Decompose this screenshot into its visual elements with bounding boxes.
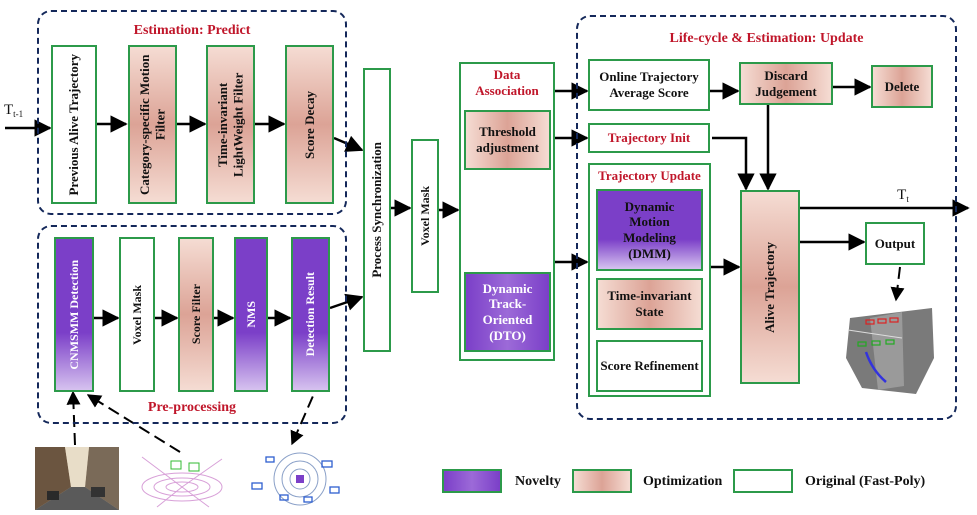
threshold-adjustment-box: Threshold adjustment — [464, 110, 551, 170]
time-invariant-state-box: Time-invariant State — [596, 278, 703, 330]
legend-label-optimization: Optimization — [643, 474, 723, 489]
previous-alive-trajectory-box: Previous Alive Trajectory — [51, 45, 97, 204]
predict-title: Estimation: Predict — [133, 23, 251, 38]
lightweight-filter-box: Time-invariant LightWeight Filter — [206, 45, 255, 204]
discard-judgement-box: Discard Judgement — [739, 62, 833, 105]
update-section — [576, 15, 957, 420]
legend-swatch-original — [733, 469, 793, 493]
voxel-mask-box: Voxel Mask — [411, 139, 439, 293]
trajectory-init-box: Trajectory Init — [588, 123, 710, 153]
online-trajectory-score-box: Online Trajectory Average Score — [588, 59, 710, 111]
legend-swatch-novelty — [442, 469, 502, 493]
nms-box: NMS — [234, 237, 268, 392]
detection-result-box: Detection Result — [291, 237, 330, 392]
camera-image — [35, 447, 119, 510]
trajectory-update-title: Trajectory Update — [598, 168, 701, 184]
process-synchronization-box: Process Synchronization — [363, 68, 391, 352]
preprocessing-section — [37, 225, 347, 424]
lidar-pointcloud-image — [141, 456, 223, 508]
legend-swatch-optimization — [572, 469, 632, 493]
preprocessing-title: Pre-processing — [147, 400, 237, 415]
legend-label-original: Original (Fast-Poly) — [805, 474, 926, 489]
score-filter-box: Score Filter — [178, 237, 214, 392]
dto-box: Dynamic Track-Oriented(DTO) — [464, 272, 551, 352]
cnmsmm-detection-box: CNMSMM Detection — [54, 237, 94, 392]
predict-section — [37, 10, 347, 215]
score-refinement-box: Score Refinement — [596, 340, 703, 392]
voxel-mask-pre-box: Voxel Mask — [119, 237, 155, 392]
delete-box: Delete — [871, 65, 933, 108]
alive-trajectory-box: Alive Trajectory — [740, 190, 800, 384]
output-map-image — [846, 308, 934, 394]
category-motion-filter-box: Category-specific Motion Filter — [128, 45, 177, 204]
update-title: Life-cycle & Estimation: Update — [669, 31, 864, 46]
score-decay-box: Score Decay — [285, 45, 334, 204]
legend-label-novelty: Novelty — [515, 474, 561, 489]
bev-detection-image — [251, 452, 340, 506]
output-box: Output — [865, 222, 925, 265]
